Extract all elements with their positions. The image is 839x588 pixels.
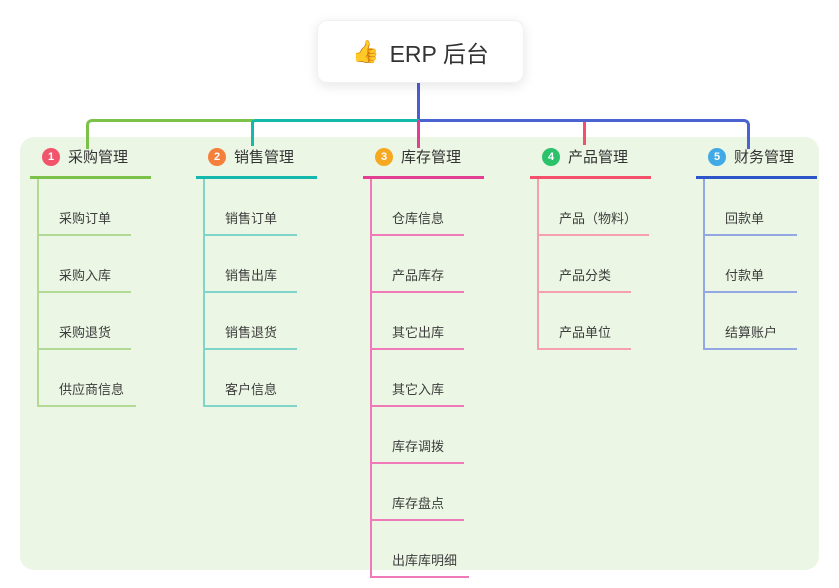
node-item-label: 采购退货 bbox=[59, 325, 112, 340]
node-item[interactable]: 其它入库 bbox=[372, 350, 464, 407]
node-item[interactable]: 结算账户 bbox=[705, 293, 797, 350]
branch-product-label: 产品管理 bbox=[568, 149, 629, 166]
connector-branch-1 bbox=[86, 119, 253, 149]
node-item[interactable]: 库存盘点 bbox=[372, 464, 464, 521]
node-item[interactable]: 产品分类 bbox=[539, 236, 631, 293]
node-item[interactable]: 付款单 bbox=[705, 236, 797, 293]
connector-branch-2 bbox=[251, 119, 420, 146]
node-item[interactable]: 其它出库 bbox=[372, 293, 464, 350]
branch-finance: 5 财务管理 回款单 付款单 结算账户 bbox=[696, 146, 817, 350]
badge-2: 2 bbox=[208, 147, 226, 166]
node-item-label: 其它出库 bbox=[392, 325, 445, 340]
node-item-label: 仓库信息 bbox=[392, 211, 445, 226]
branch-purchase-items: 采购订单 采购入库 采购退货 供应商信息 bbox=[37, 179, 137, 407]
node-item-label: 销售出库 bbox=[225, 268, 278, 283]
node-item-label: 结算账户 bbox=[725, 325, 778, 340]
node-item-label: 产品库存 bbox=[392, 268, 445, 283]
node-item-label: 出库库明细 bbox=[392, 553, 458, 568]
node-item[interactable]: 供应商信息 bbox=[39, 350, 137, 407]
node-item[interactable]: 出库库明细 bbox=[372, 521, 470, 578]
thumbs-up-icon: 👍 bbox=[352, 38, 380, 64]
node-item[interactable]: 产品单位 bbox=[539, 293, 631, 350]
node-item-label: 采购订单 bbox=[59, 211, 112, 226]
branches-background-panel bbox=[20, 137, 819, 570]
badge-3: 3 bbox=[375, 147, 393, 166]
node-item[interactable]: 采购订单 bbox=[39, 179, 131, 236]
branch-inventory: 3 库存管理 仓库信息 产品库存 其它出库 其它入库 库存调拨 库存盘点 出库库… bbox=[363, 146, 484, 578]
node-item[interactable]: 库存调拨 bbox=[372, 407, 464, 464]
branch-product: 4 产品管理 产品（物料） 产品分类 产品单位 bbox=[530, 146, 651, 350]
badge-5: 5 bbox=[708, 147, 726, 166]
node-item-label: 产品分类 bbox=[559, 268, 612, 283]
node-item-label: 供应商信息 bbox=[59, 382, 125, 397]
node-item[interactable]: 回款单 bbox=[705, 179, 797, 236]
node-item[interactable]: 采购退货 bbox=[39, 293, 131, 350]
branch-product-items: 产品（物料） 产品分类 产品单位 bbox=[537, 179, 650, 350]
node-item-label: 库存调拨 bbox=[392, 439, 445, 454]
node-item-label: 其它入库 bbox=[392, 382, 445, 397]
branch-inventory-header[interactable]: 3 库存管理 bbox=[363, 146, 484, 179]
branch-sales: 2 销售管理 销售订单 销售出库 销售退货 客户信息 bbox=[196, 146, 317, 407]
node-item-label: 回款单 bbox=[725, 211, 765, 226]
branch-purchase: 1 采购管理 采购订单 采购入库 采购退货 供应商信息 bbox=[30, 146, 151, 407]
node-item[interactable]: 销售出库 bbox=[205, 236, 297, 293]
node-item-label: 客户信息 bbox=[225, 382, 278, 397]
branch-finance-header[interactable]: 5 财务管理 bbox=[696, 146, 817, 179]
branch-purchase-label: 采购管理 bbox=[68, 149, 129, 166]
node-item[interactable]: 采购入库 bbox=[39, 236, 131, 293]
branch-product-header[interactable]: 4 产品管理 bbox=[530, 146, 651, 179]
branch-finance-items: 回款单 付款单 结算账户 bbox=[703, 179, 797, 350]
node-item-label: 采购入库 bbox=[59, 268, 112, 283]
root-node[interactable]: 👍 ERP 后台 bbox=[317, 20, 524, 83]
node-item[interactable]: 产品库存 bbox=[372, 236, 464, 293]
node-item[interactable]: 销售订单 bbox=[205, 179, 297, 236]
node-item-label: 产品单位 bbox=[559, 325, 612, 340]
node-item-label: 库存盘点 bbox=[392, 496, 445, 511]
node-item-label: 付款单 bbox=[725, 268, 765, 283]
branch-inventory-items: 仓库信息 产品库存 其它出库 其它入库 库存调拨 库存盘点 出库库明细 bbox=[370, 179, 470, 578]
branch-inventory-label: 库存管理 bbox=[401, 149, 462, 166]
connector-branch-5 bbox=[419, 119, 750, 149]
badge-1: 1 bbox=[42, 147, 60, 166]
connector-branch-4 bbox=[583, 122, 586, 145]
node-item-label: 销售订单 bbox=[225, 211, 278, 226]
node-item-label: 销售退货 bbox=[225, 325, 278, 340]
root-connector-line bbox=[417, 81, 420, 120]
root-node-label: ERP 后台 bbox=[389, 40, 489, 67]
connector-branch-3 bbox=[417, 120, 420, 148]
node-item[interactable]: 客户信息 bbox=[205, 350, 297, 407]
branch-sales-header[interactable]: 2 销售管理 bbox=[196, 146, 317, 179]
node-item-label: 产品（物料） bbox=[559, 211, 638, 226]
branch-purchase-header[interactable]: 1 采购管理 bbox=[30, 146, 151, 179]
node-item[interactable]: 销售退货 bbox=[205, 293, 297, 350]
branch-sales-label: 销售管理 bbox=[234, 149, 295, 166]
badge-4: 4 bbox=[542, 147, 560, 166]
branch-finance-label: 财务管理 bbox=[734, 149, 795, 166]
node-item[interactable]: 仓库信息 bbox=[372, 179, 464, 236]
branch-sales-items: 销售订单 销售出库 销售退货 客户信息 bbox=[203, 179, 297, 407]
node-item[interactable]: 产品（物料） bbox=[539, 179, 650, 236]
